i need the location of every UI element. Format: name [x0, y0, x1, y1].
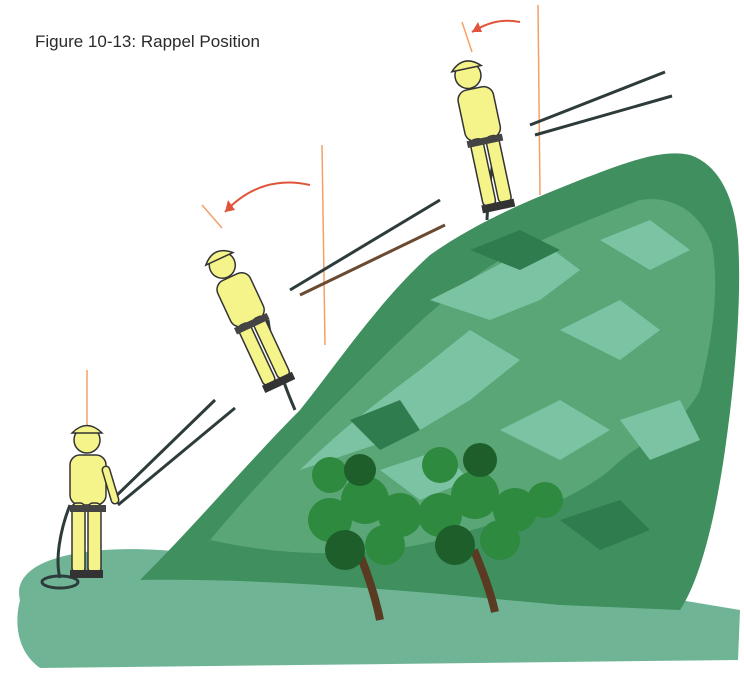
rotation-arrow [225, 182, 310, 212]
